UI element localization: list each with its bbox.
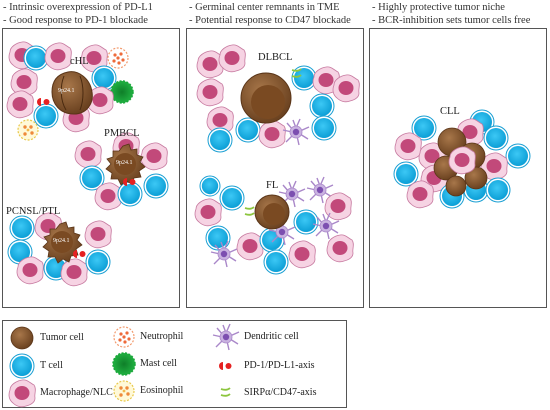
label-dlbcl: DLBCL [258,52,293,63]
label-cll: CLL [440,106,460,117]
fl-cluster [194,175,354,275]
legend-sirpa-label: SIRPα/CD47-axis [244,387,317,398]
legend-sirpa-icon [220,387,231,397]
legend-box [2,320,347,408]
pcnsl-cluster [7,212,112,287]
legend-eosinophil-label: Eosinophil [140,385,184,396]
legend-mast-label: Mast cell [140,358,177,369]
legend-mast-icon [112,352,136,376]
caption-panel-2: - Germinal center remnants in TME - Pote… [189,2,351,26]
legend-tumor-label: Tumor cell [40,332,84,343]
legend-tcell-label: T cell [40,360,63,371]
pmbcl-tumor [105,143,146,186]
caption-panel-1: - Intrinsic overexpression of PD-L1 - Go… [3,2,153,26]
cll-cluster [393,109,531,209]
dlbcl-cluster [196,44,360,153]
label-pmbcl: PMBCL [104,128,140,139]
legend-macro-icon [8,379,36,408]
gene-label-pmbcl: 9p24.1 [116,160,133,166]
fl-tumor [254,194,290,230]
legend-macro-label: Macrophage/NLC [40,387,113,398]
pcnsl-tumor [42,221,83,264]
legend-tumor-icon [10,326,34,350]
pmbcl-cluster [74,132,169,211]
caption-panel-3: - Highly protective tumor niche - BCR-in… [372,2,531,26]
legend-pd1-icon [219,362,232,370]
gene-label-chl: 9p24.1 [58,88,75,94]
label-pcnsl: PCNSL/PTL [6,206,61,217]
legend-neutrophil-icon [113,326,135,348]
legend-neutrophil-label: Neutrophil [140,331,184,342]
label-chl: cHL [70,56,89,67]
label-fl: FL [266,180,279,191]
legend-tcell-icon [9,353,35,379]
legend-dendritic-icon [212,323,240,351]
gene-label-pcnsl: 9p24.1 [53,238,70,244]
chl-tumor [51,71,93,115]
legend-dendritic-label: Dendritic cell [244,331,299,342]
legend-eosinophil-icon [113,380,135,402]
dlbcl-tumor [240,72,292,124]
chl-cluster [6,41,134,141]
legend-pd1-label: PD-1/PD-L1-axis [244,360,315,371]
